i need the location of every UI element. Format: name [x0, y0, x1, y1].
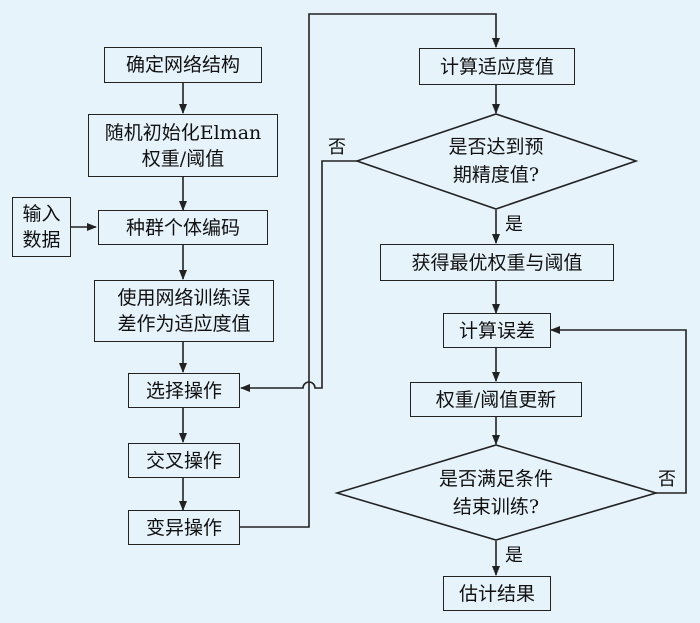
- node-input-data: 输入 数据: [12, 197, 71, 257]
- node-confirm-structure: 确定网络结构: [104, 47, 262, 83]
- node-random-init: 随机初始化Elman 权重/阈值: [88, 114, 278, 177]
- label-no-precision: 否: [328, 137, 346, 158]
- decision-end-training-shape: [334, 444, 659, 541]
- node-update-weights: 权重/阈值更新: [410, 382, 582, 417]
- node-select: 选择操作: [128, 373, 240, 408]
- node-mutation: 变异操作: [128, 510, 240, 545]
- arrow-no-loop-to-error: [550, 326, 687, 494]
- decision-reach-precision-text: 是否达到预 期精度值?: [448, 136, 544, 186]
- label-yes-end-training: 是: [505, 545, 523, 566]
- node-estimate: 估计结果: [443, 576, 551, 611]
- decision-reach-precision-shape: [354, 113, 639, 210]
- arrow-mutation-to-calc-fitness: [239, 13, 500, 528]
- node-encode: 种群个体编码: [98, 210, 268, 245]
- decision-end-training-text: 是否满足条件 结束训练?: [438, 468, 553, 518]
- node-calc-error: 计算误差: [443, 313, 551, 348]
- node-crossover: 交叉操作: [128, 443, 240, 478]
- label-no-end-training: 否: [658, 469, 676, 490]
- node-best-weights: 获得最优权重与阈值: [380, 244, 614, 281]
- label-yes-precision: 是: [505, 214, 523, 235]
- node-fitness-error: 使用网络训练误 差作为适应度值: [94, 280, 274, 342]
- node-calc-fitness: 计算适应度值: [419, 48, 575, 85]
- arrow-no-to-select: [240, 160, 357, 392]
